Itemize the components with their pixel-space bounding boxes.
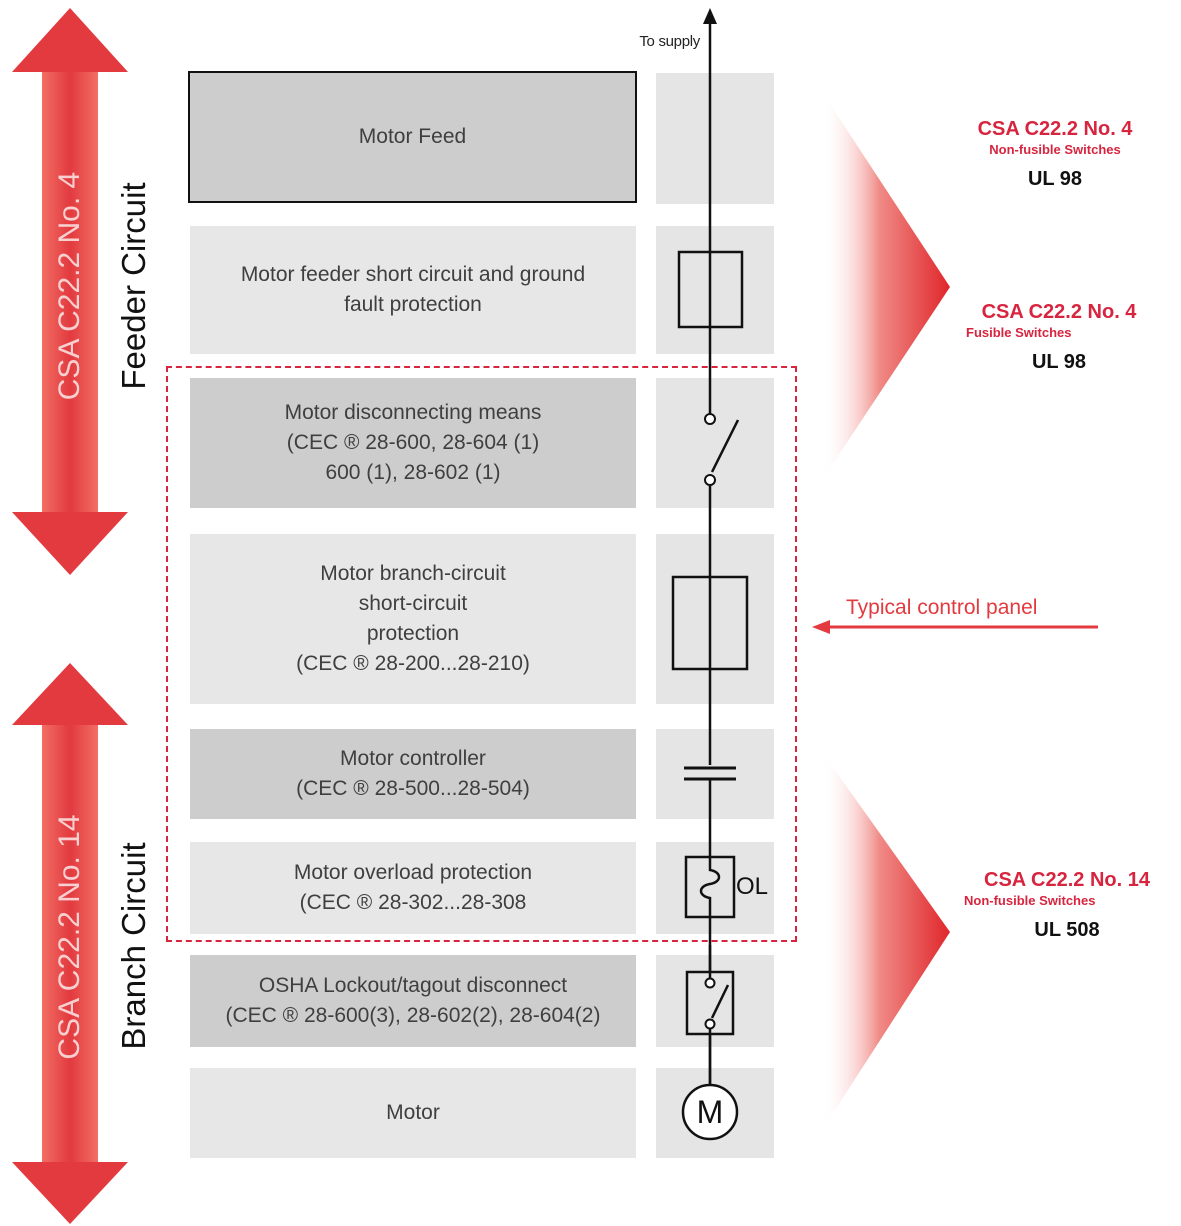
overload-label: OL xyxy=(736,873,769,900)
standard-ul: UL 98 xyxy=(1031,351,1087,373)
supply-label: To supply xyxy=(639,33,700,50)
row-branch-protection: Motor branch-circuit short-circuit prote… xyxy=(190,534,636,704)
feeder-standards-wedge xyxy=(822,92,950,480)
row-label-line: fault protection xyxy=(344,293,482,316)
standard-title: CSA C22.2 No. 4 xyxy=(977,118,1133,140)
disconnect-switch-icon xyxy=(704,413,740,486)
row-motor: Motor xyxy=(190,1068,636,1158)
supply-arrow-icon xyxy=(703,8,717,24)
branch-arrow xyxy=(12,663,128,1224)
row-label-line: Motor xyxy=(386,1101,440,1124)
standard-block: CSA C22.2 No. 14 Non-fusible Switches UL… xyxy=(952,868,1181,942)
symbol-cell xyxy=(656,73,774,204)
feeder-standard-label: CSA C22.2 No. 4 xyxy=(53,171,86,401)
lockout-switch-icon xyxy=(685,945,735,1088)
standard-title: CSA C22.2 No. 4 xyxy=(981,301,1137,323)
row-feeder-protection: Motor feeder short circuit and ground fa… xyxy=(190,226,636,354)
standard-block: CSA C22.2 No. 4 Fusible Switches UL 98 xyxy=(944,300,1174,374)
row-label-line: (CEC ® 28-600(3), 28-602(2), 28-604(2) xyxy=(225,1004,601,1027)
branch-standard-label: CSA C22.2 No. 14 xyxy=(53,814,86,1060)
feeder-arrow xyxy=(12,8,128,575)
motor-label: M xyxy=(696,1094,724,1130)
standard-subtitle: Fusible Switches xyxy=(966,325,1072,340)
row-overload-protection: Motor overload protection (CEC ® 28-302.… xyxy=(190,842,636,934)
row-disconnecting-means: Motor disconnecting means (CEC ® 28-600,… xyxy=(190,378,636,508)
control-panel-boundary xyxy=(166,366,797,942)
standard-title: CSA C22.2 No. 14 xyxy=(984,869,1150,891)
row-label-line: (CEC ® 28-302...28-308 xyxy=(299,891,527,914)
motor-icon xyxy=(681,1083,739,1141)
control-panel-label: Typical control panel xyxy=(846,596,1038,619)
row-label-line: OSHA Lockout/tagout disconnect xyxy=(258,974,568,997)
row-label-line: Motor branch-circuit xyxy=(320,562,506,585)
row-label-line: 600 (1), 28-602 (1) xyxy=(325,461,501,484)
row-label-line: Motor Feed xyxy=(358,125,467,148)
standard-subtitle: Non-fusible Switches xyxy=(964,893,1096,908)
control-panel-arrowhead xyxy=(812,620,830,634)
row-label-line: Motor controller xyxy=(340,747,486,770)
row-label-line: Motor overload protection xyxy=(293,861,533,884)
row-label-line: Motor disconnecting means xyxy=(284,401,542,424)
symbol-cell xyxy=(656,729,774,819)
row-lockout-disconnect: OSHA Lockout/tagout disconnect (CEC ® 28… xyxy=(190,955,636,1047)
row-label-line: short-circuit xyxy=(358,592,468,615)
standard-block: CSA C22.2 No. 4 Non-fusible Switches UL … xyxy=(940,117,1170,191)
row-label-line: Motor feeder short circuit and ground xyxy=(240,263,586,286)
row-motor-feed: Motor Feed xyxy=(188,71,637,203)
contactor-icon xyxy=(684,766,736,781)
standard-ul: UL 98 xyxy=(1027,168,1083,190)
row-label-line: (CEC ® 28-600, 28-604 (1) xyxy=(286,431,540,454)
row-label-line: (CEC ® 28-200...28-210) xyxy=(296,652,530,675)
row-label-line: protection xyxy=(366,622,460,645)
row-label-line: (CEC ® 28-500...28-504) xyxy=(296,777,530,800)
row-motor-controller: Motor controller (CEC ® 28-500...28-504) xyxy=(190,729,636,819)
standard-ul: UL 508 xyxy=(1034,919,1100,941)
symbol-cell xyxy=(656,378,774,508)
branch-standards-wedge xyxy=(822,752,950,1130)
branch-circuit-label: Branch Circuit xyxy=(115,842,152,1050)
standard-subtitle: Non-fusible Switches xyxy=(989,142,1121,157)
feeder-circuit-label: Feeder Circuit xyxy=(115,182,152,390)
overload-icon xyxy=(684,855,736,919)
